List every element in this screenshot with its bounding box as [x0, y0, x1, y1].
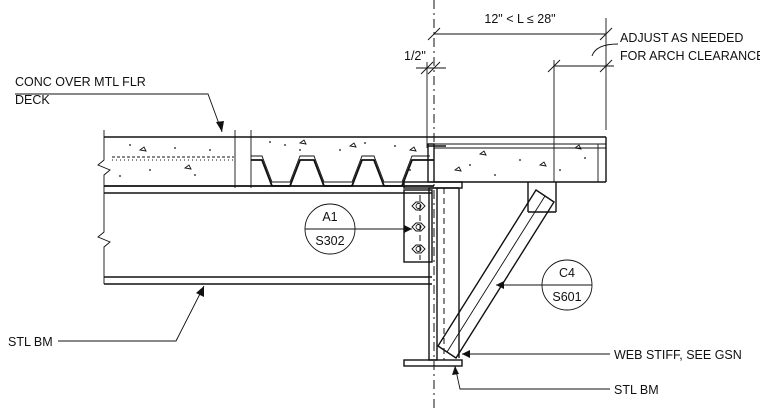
edge-angle	[427, 143, 557, 213]
callout-c4-sheet: S601	[552, 290, 581, 304]
shear-tab	[403, 189, 433, 263]
bolt-1	[411, 201, 426, 211]
callout-a1-detail: A1	[322, 210, 337, 224]
callout-c4: C4 S601	[496, 259, 593, 311]
callout-a1-sheet: S302	[315, 234, 344, 248]
gap-dimension: 1/2"	[404, 49, 446, 148]
length-dimension-label: 12" < L ≤ 28"	[484, 12, 555, 26]
stl-bm-left-label: STL BM	[8, 335, 53, 349]
bolt-2	[411, 222, 426, 232]
girder-section	[403, 181, 463, 367]
adjust-note: ADJUST AS NEEDED FOR ARCH CLEARANCE	[547, 31, 760, 182]
conc-deck-note: CONC OVER MTL FLR DECK	[15, 75, 224, 133]
adjust-note-line2: FOR ARCH CLEARANCE	[620, 49, 760, 63]
web-stiff-label: WEB STIFF, SEE GSN	[614, 348, 742, 362]
callout-a1: A1 S302	[304, 203, 412, 255]
stl-bm-right-note: STL BM	[452, 365, 659, 397]
stl-bm-right-label: STL BM	[614, 383, 659, 397]
bolt-3	[411, 244, 426, 254]
gap-dimension-label: 1/2"	[404, 49, 426, 63]
callout-c4-detail: C4	[559, 266, 575, 280]
adjust-note-line1: ADJUST AS NEEDED	[620, 31, 743, 45]
web-stiff-note: WEB STIFF, SEE GSN	[462, 348, 742, 362]
length-dimension: 12" < L ≤ 28"	[427, 12, 613, 130]
kicker-brace	[437, 189, 555, 359]
conc-note-line1: CONC OVER MTL FLR	[15, 75, 146, 89]
left-steel-beam	[97, 185, 434, 285]
conc-note-line2: DECK	[15, 93, 50, 107]
stl-bm-left-note: STL BM	[8, 285, 205, 349]
concrete-slab	[97, 130, 607, 188]
